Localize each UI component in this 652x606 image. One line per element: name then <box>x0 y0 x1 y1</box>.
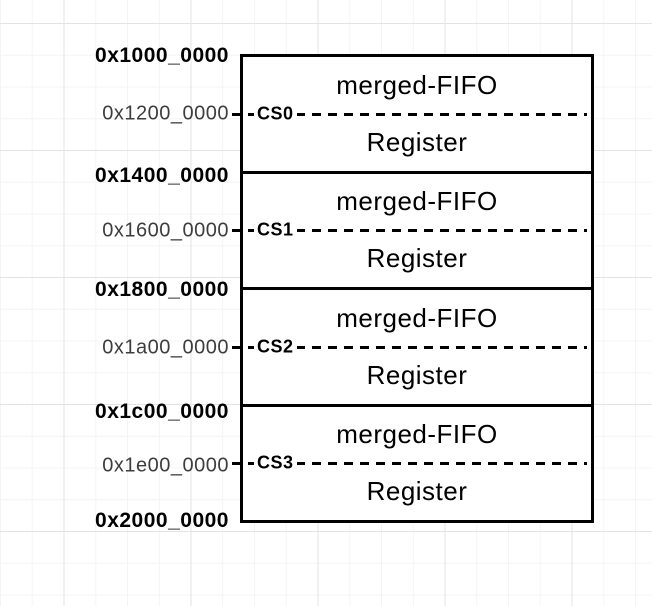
address-label-mid: 0x1600_0000 <box>102 219 229 242</box>
cs2-label: CS2 <box>254 336 297 358</box>
memory-map-box: merged-FIFO Register CS0 merged-FIFO Reg… <box>232 54 594 523</box>
cs1-label: CS1 <box>254 219 297 241</box>
address-label-mid: 0x1200_0000 <box>102 102 229 125</box>
fifo-register-divider <box>232 462 587 466</box>
register-region-label: Register <box>366 243 468 274</box>
address-label-mid: 0x1e00_0000 <box>102 454 229 477</box>
address-label-boundary: 0x1c00_0000 <box>95 400 229 423</box>
cs3-label: CS3 <box>254 452 297 474</box>
address-label-boundary: 0x1800_0000 <box>95 278 229 301</box>
register-region-label: Register <box>366 476 468 507</box>
fifo-region-label: merged-FIFO <box>336 186 498 217</box>
address-label-mid: 0x1a00_0000 <box>102 336 229 359</box>
register-region-label: Register <box>366 126 468 157</box>
register-region-label: Register <box>366 359 468 390</box>
address-label-boundary: 0x2000_0000 <box>95 509 229 532</box>
fifo-region-label: merged-FIFO <box>336 302 498 333</box>
cs0-label: CS0 <box>254 103 297 125</box>
cs1-section: merged-FIFO Register CS1 <box>232 170 591 288</box>
fifo-register-divider <box>232 345 587 349</box>
address-label-boundary: 0x1400_0000 <box>95 164 229 187</box>
cs0-section: merged-FIFO Register CS0 <box>232 57 591 171</box>
fifo-register-divider <box>232 112 587 116</box>
cs2-section: merged-FIFO Register CS2 <box>232 287 591 404</box>
fifo-region-label: merged-FIFO <box>336 419 498 450</box>
address-label-boundary: 0x1000_0000 <box>95 44 229 67</box>
cs3-section: merged-FIFO Register CS3 <box>232 403 591 521</box>
fifo-region-label: merged-FIFO <box>336 69 498 100</box>
fifo-register-divider <box>232 229 587 233</box>
